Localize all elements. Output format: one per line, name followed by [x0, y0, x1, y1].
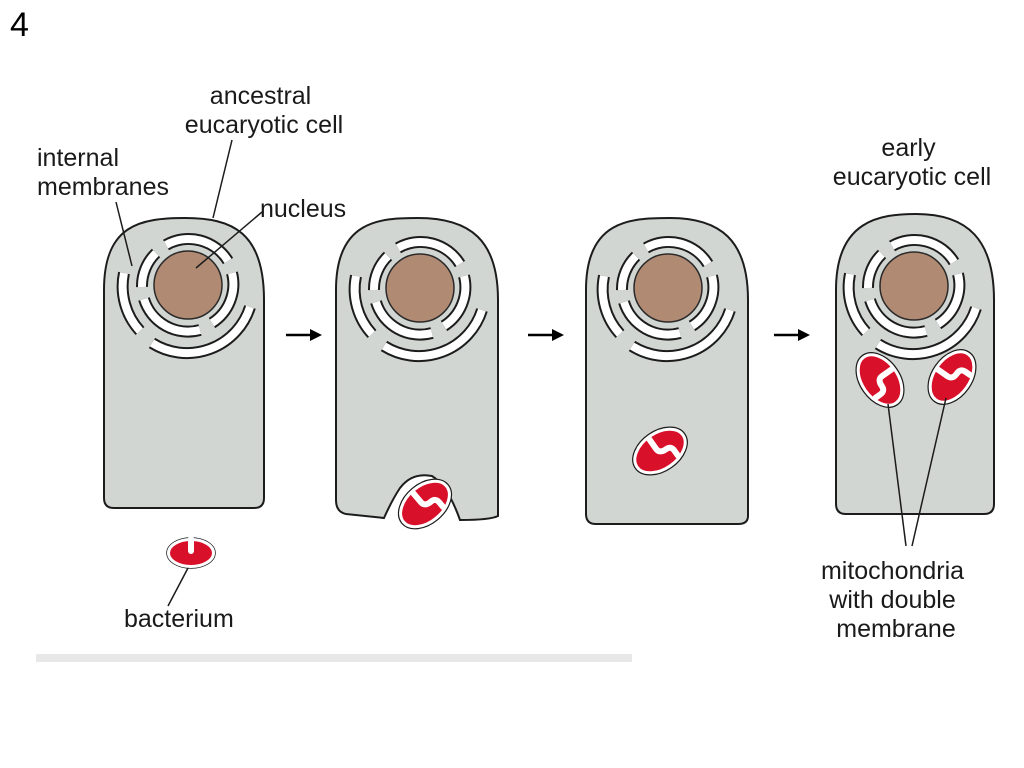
arrow-3	[774, 329, 810, 341]
label-mitochondria: mitochondria with double membrane	[821, 557, 971, 643]
leader-internal-membranes	[115, 201, 133, 267]
cell-engulfing	[335, 216, 499, 539]
leader-bacterium	[167, 567, 189, 607]
leader-mito-right	[911, 397, 947, 547]
label-internal-membranes: internal membranes	[37, 144, 169, 201]
cell-bacterium-inside	[585, 216, 749, 525]
bacterium	[167, 538, 215, 568]
arrow-2	[528, 329, 564, 341]
label-bacterium: bacterium	[124, 605, 234, 633]
arrow-1	[286, 329, 322, 341]
leader-nucleus	[195, 211, 263, 269]
leader-mito-left	[887, 403, 907, 547]
label-early-cell: early eucaryotic cell	[833, 134, 991, 191]
slide-number: 4	[10, 6, 29, 44]
cell-ancestral	[103, 216, 265, 509]
leader-ancestral-cell	[212, 139, 233, 219]
caption-strip	[36, 654, 632, 662]
label-nucleus: nucleus	[260, 195, 346, 223]
label-ancestral-cell: ancestral eucaryotic cell	[185, 82, 343, 139]
cell-early-eucaryotic	[835, 212, 995, 515]
